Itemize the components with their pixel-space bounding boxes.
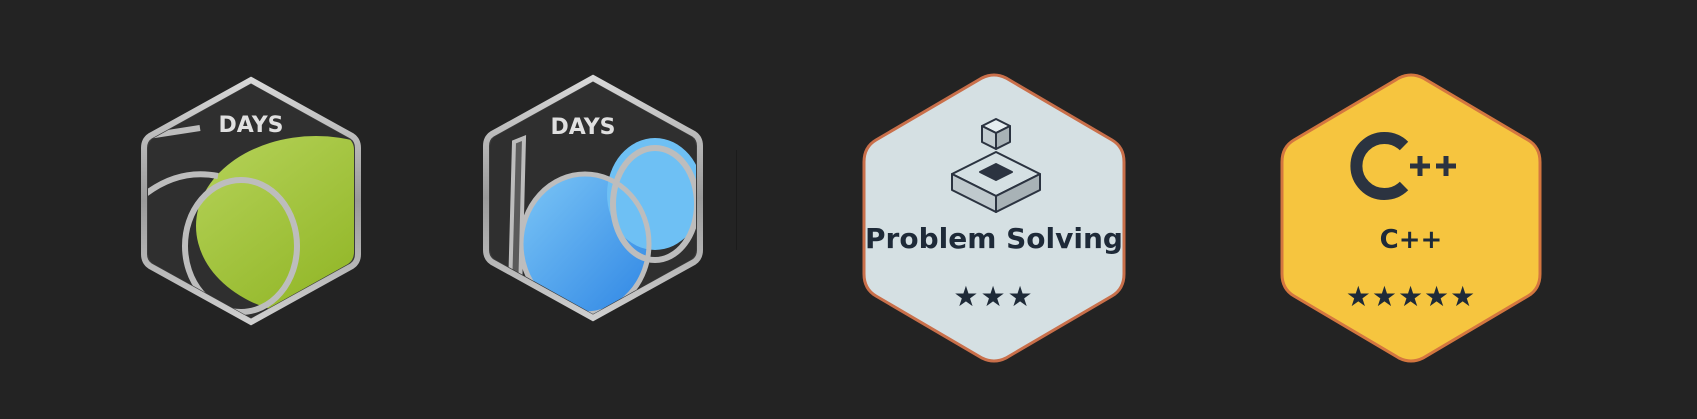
divider	[736, 150, 737, 250]
badge-title: C++	[1380, 225, 1443, 255]
cpp-badge-shape: C++ ★★★★★	[1280, 73, 1542, 363]
days-label: DAYS	[219, 113, 284, 138]
badge-title: Problem Solving	[865, 222, 1123, 255]
streak-50-days-badge-icon: DAYS	[141, 76, 361, 326]
streak-badge-100-days[interactable]: DAYS	[480, 74, 706, 322]
streak-badge-50-days[interactable]: DAYS	[138, 76, 364, 326]
streak-100-days-badge-icon: DAYS	[483, 74, 703, 322]
cpp-badge[interactable]: C++ ★★★★★	[1278, 72, 1544, 364]
star-rating: ★★★	[953, 280, 1034, 313]
isometric-blocks-icon	[951, 118, 1041, 213]
days-label: DAYS	[551, 115, 616, 140]
star-rating: ★★★★★	[1346, 280, 1477, 313]
problem-solving-badge[interactable]: Problem Solving ★★★	[860, 72, 1128, 364]
cpp-logo-icon	[1350, 132, 1456, 200]
problem-solving-badge-shape: Problem Solving ★★★	[862, 73, 1126, 363]
